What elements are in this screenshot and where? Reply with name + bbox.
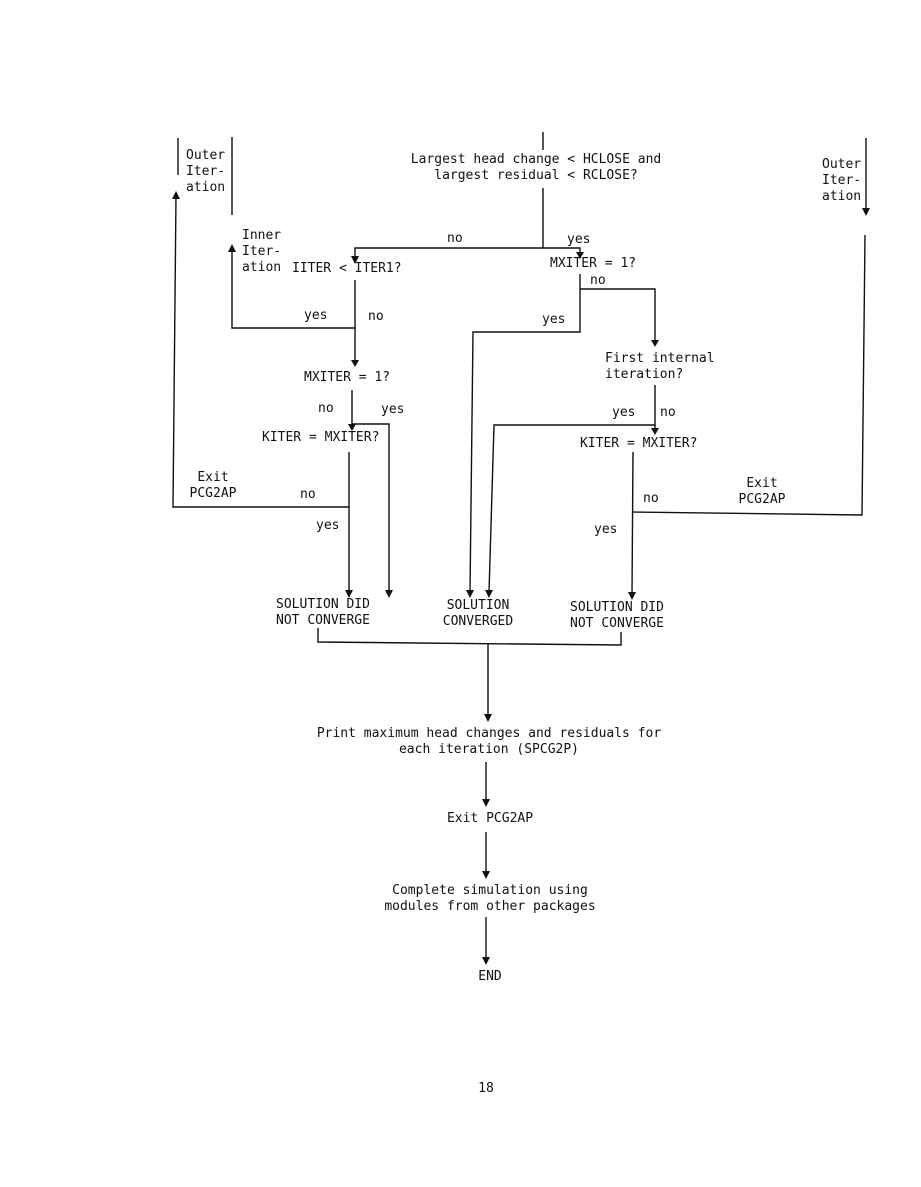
label-yes-mxiter-left: yes	[381, 402, 405, 417]
arrowhead	[482, 871, 490, 879]
step-exit-pcg2ap: Exit PCG2AP	[446, 811, 534, 826]
arrowhead	[482, 799, 490, 807]
arrowhead	[482, 957, 490, 965]
arrowhead	[651, 428, 659, 435]
label-line: Iter-	[186, 164, 226, 179]
decision-mxiter-right: MXITER = 1?	[550, 256, 637, 271]
result-not-converge-left: SOLUTION DID NOT CONVERGE	[263, 597, 383, 629]
arrowhead	[862, 208, 870, 216]
label-outer-iteration-right: Outer Iter- ation	[822, 157, 861, 205]
arrowhead	[172, 191, 180, 199]
label-no-mxiter-right: no	[590, 273, 606, 288]
arrowhead	[576, 252, 584, 259]
label-line: Outer	[822, 157, 862, 172]
step-line: modules from other packages	[384, 899, 596, 914]
label-line: ation	[242, 260, 282, 275]
connector-convergence-yes	[543, 247, 581, 254]
connector-outer-left	[172, 194, 349, 508]
arrowhead	[485, 590, 493, 598]
result-line: CONVERGED	[442, 614, 514, 629]
decision-kiter-right: KITER = MXITER?	[580, 436, 698, 451]
label-yes-kiter-left: yes	[316, 518, 340, 533]
arrowhead	[351, 360, 359, 367]
label-yes-first-internal: yes	[612, 405, 636, 420]
label-line: ation	[186, 180, 226, 195]
step-line: each iteration (SPCG2P)	[398, 742, 579, 757]
arrowhead	[228, 244, 236, 252]
label-no-iiter: no	[368, 309, 384, 324]
step-line: Complete simulation using	[392, 883, 588, 898]
label-inner-iteration: Inner Iter- ation	[242, 228, 281, 276]
decision-line: First internal	[605, 351, 715, 366]
result-line: SOLUTION	[446, 598, 510, 613]
connector-first-internal-yes	[488, 424, 655, 593]
decision-convergence-line-1: Largest head change < HCLOSE and	[410, 152, 662, 167]
label-line: Exit	[197, 470, 229, 485]
connector-mxiter-right-yes	[469, 274, 581, 593]
arrowhead	[651, 340, 659, 347]
label-outer-iteration-left: Outer Iter- ation	[186, 148, 225, 196]
label-yes-kiter-right: yes	[594, 522, 618, 537]
label-no-mxiter-left: no	[318, 401, 334, 416]
connector-outer-right	[632, 234, 866, 516]
step-line: Print maximum head changes and residuals…	[316, 726, 662, 741]
page-number: 18	[478, 1081, 494, 1096]
label-line: Exit	[746, 476, 778, 491]
result-not-converge-right: SOLUTION DID NOT CONVERGE	[557, 600, 677, 632]
result-line: SOLUTION DID	[276, 597, 370, 612]
label-yes-iiter: yes	[304, 308, 328, 323]
result-converged: SOLUTION CONVERGED	[428, 598, 528, 630]
result-line: NOT CONVERGE	[276, 613, 370, 628]
label-yes-convergence: yes	[567, 232, 591, 247]
decision-first-internal: First internal iteration?	[605, 351, 715, 383]
decision-convergence-line-2: largest residual < RCLOSE?	[434, 168, 638, 183]
step-end: END	[478, 969, 502, 984]
label-exit-left: Exit PCG2AP	[183, 470, 243, 502]
arrowhead	[348, 424, 356, 431]
arrowhead	[351, 256, 359, 264]
label-no-first-internal: no	[660, 405, 676, 420]
arrowhead	[484, 714, 492, 722]
connector-mxiter-left-yes	[352, 423, 390, 592]
label-no-convergence: no	[447, 231, 463, 246]
decision-convergence: Largest head change < HCLOSE and largest…	[386, 152, 686, 184]
label-line: PCG2AP	[738, 492, 786, 507]
result-line: SOLUTION DID	[570, 600, 664, 615]
label-line: Iter-	[822, 173, 862, 188]
label-line: ation	[822, 189, 862, 204]
label-no-kiter-left: no	[300, 487, 316, 502]
label-exit-right: Exit PCG2AP	[732, 476, 792, 508]
decision-line: iteration?	[605, 367, 684, 382]
label-line: Outer	[186, 148, 226, 163]
label-no-kiter-right: no	[643, 491, 659, 506]
decision-iiter: IITER < ITER1?	[292, 261, 402, 276]
connector-inner-iteration	[231, 248, 355, 329]
arrowhead	[466, 590, 474, 598]
label-line: Iter-	[242, 244, 282, 259]
result-line: NOT CONVERGE	[570, 616, 664, 631]
step-complete-simulation: Complete simulation using modules from o…	[350, 883, 630, 915]
label-line: PCG2AP	[189, 486, 237, 501]
arrowhead	[628, 592, 636, 600]
connector-merge	[317, 628, 622, 646]
decision-kiter-left: KITER = MXITER?	[262, 430, 380, 445]
arrowhead	[345, 590, 353, 598]
connector-kiter-right-yes	[631, 451, 634, 595]
label-yes-mxiter-right: yes	[542, 312, 566, 327]
label-line: Inner	[242, 228, 282, 243]
step-print-results: Print maximum head changes and residuals…	[289, 726, 689, 758]
connector-convergence-no	[354, 247, 543, 258]
decision-mxiter-left: MXITER = 1?	[304, 370, 391, 385]
connector-mxiter-right-no	[580, 288, 656, 342]
arrowhead	[385, 590, 393, 598]
